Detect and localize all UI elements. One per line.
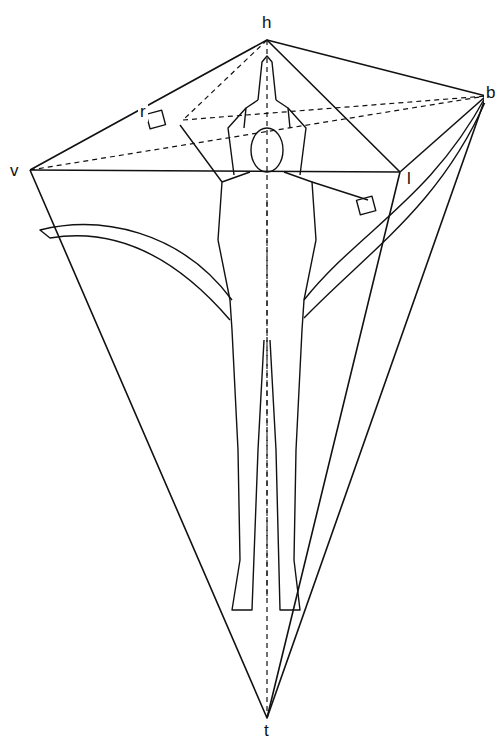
vertex-label: l bbox=[405, 170, 413, 189]
vertex-label: h bbox=[260, 14, 273, 33]
vertex-label: r bbox=[138, 103, 148, 122]
vertex-label: t bbox=[262, 722, 271, 741]
vertex-label: b bbox=[484, 84, 497, 103]
vertex-label: v bbox=[8, 162, 21, 181]
